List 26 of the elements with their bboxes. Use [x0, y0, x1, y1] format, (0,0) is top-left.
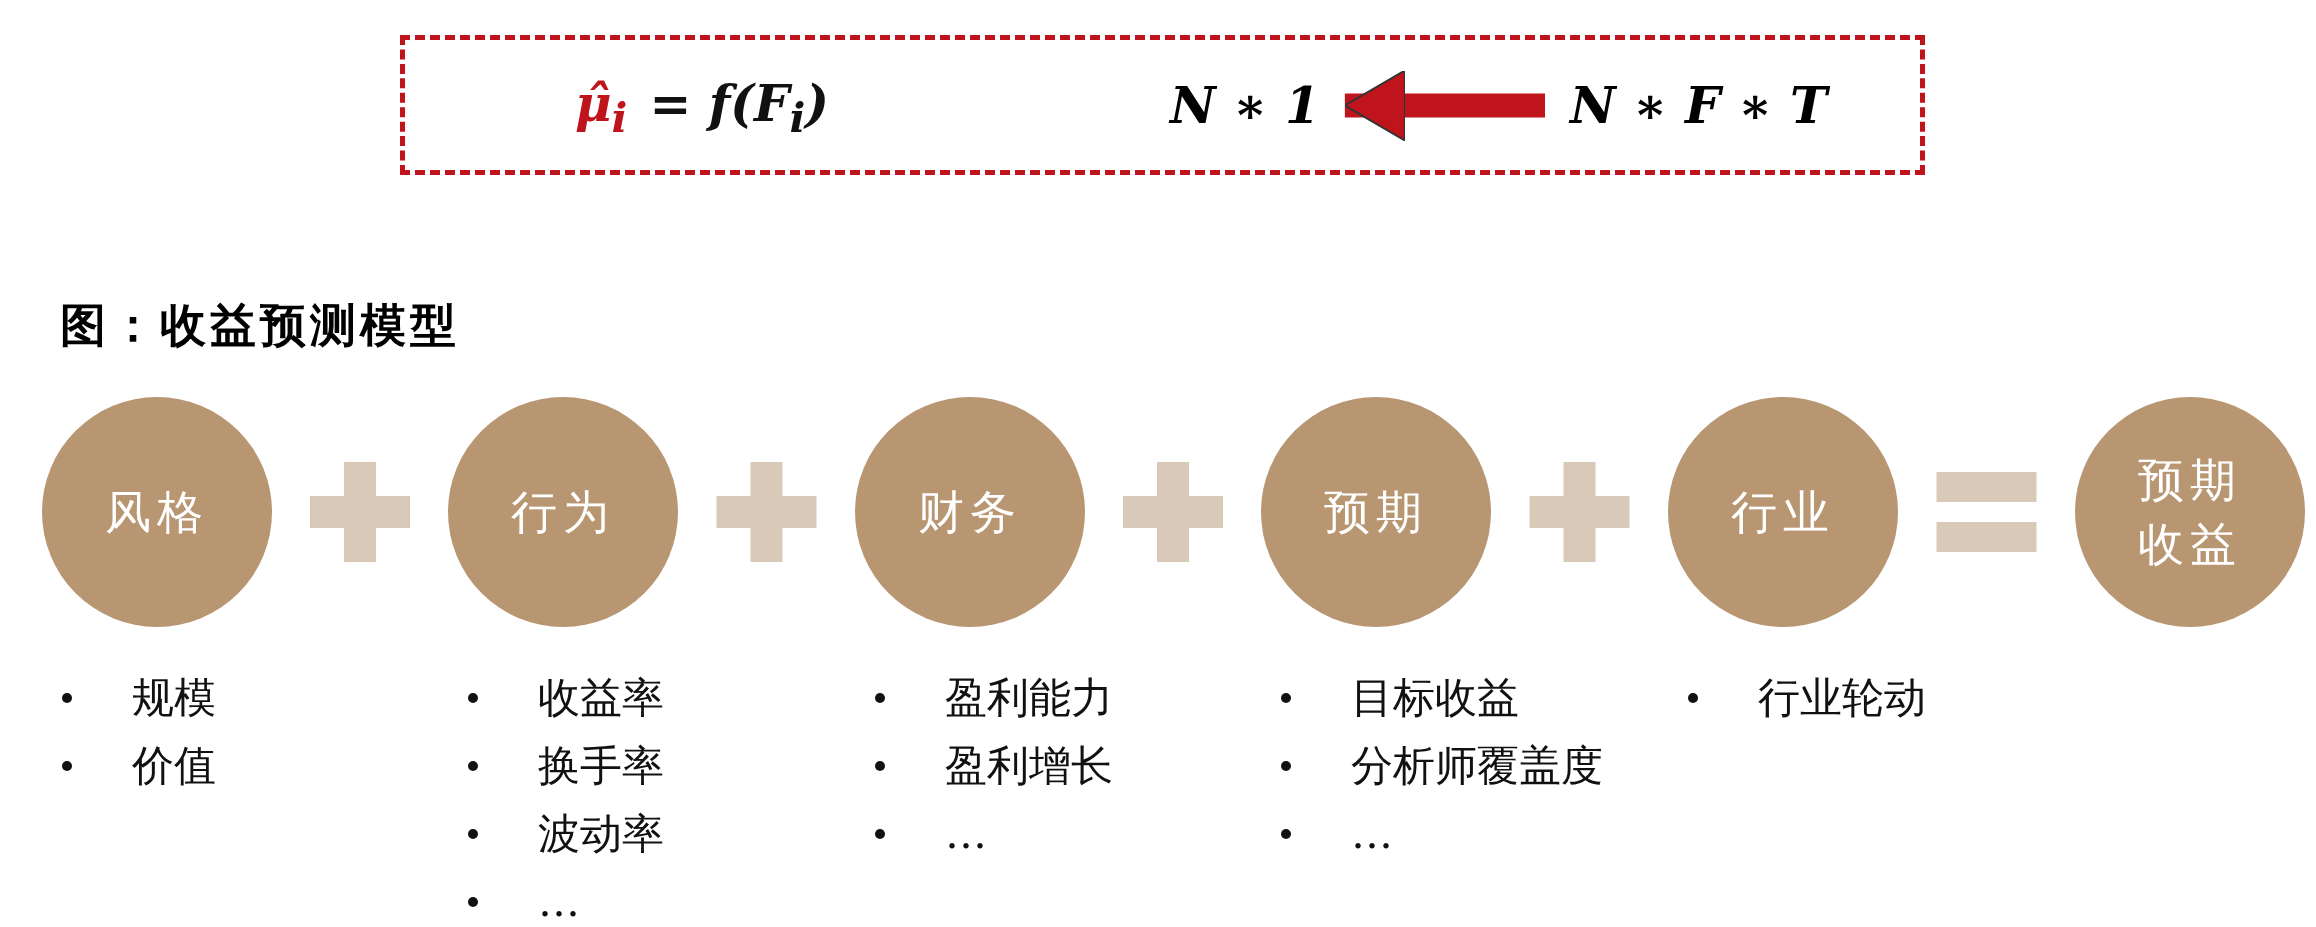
- list-item: 行业轮动: [1758, 673, 1926, 722]
- formula-text: = f(F$_{i}$): [649, 74, 829, 133]
- formula-text: N ∗ 1: [1170, 76, 1320, 135]
- list-item: 分析师覆盖度: [1351, 741, 1603, 790]
- circle-label: 行为: [510, 484, 616, 541]
- list-item: 规模: [132, 673, 216, 722]
- circle-label: 预期收益: [2137, 452, 2243, 573]
- list-item: 价值: [132, 741, 216, 790]
- list-item: 盈利增长: [945, 741, 1113, 790]
- circle-label: 预期: [1323, 484, 1429, 541]
- diagram-title: 图：收益预测模型: [60, 297, 460, 354]
- circle-label: 风格: [104, 484, 210, 541]
- list-item: …: [538, 877, 580, 926]
- list-item: 收益率: [538, 673, 664, 722]
- formula-text: μ̂$_{i}$: [575, 74, 628, 133]
- dashed-frame: [400, 35, 1925, 175]
- list-item: …: [1351, 809, 1393, 858]
- list-item: 目标收益: [1351, 673, 1519, 722]
- list-item: 盈利能力: [945, 673, 1113, 722]
- arrow: [1343, 69, 1545, 142]
- list-item: 换手率: [538, 741, 664, 790]
- list-item: …: [945, 809, 987, 858]
- circle-label: 行业: [1730, 484, 1836, 541]
- formula-text: N ∗ F ∗ T: [1570, 76, 1828, 135]
- list-item: 波动率: [538, 809, 664, 858]
- circle-label: 财务: [917, 484, 1023, 541]
